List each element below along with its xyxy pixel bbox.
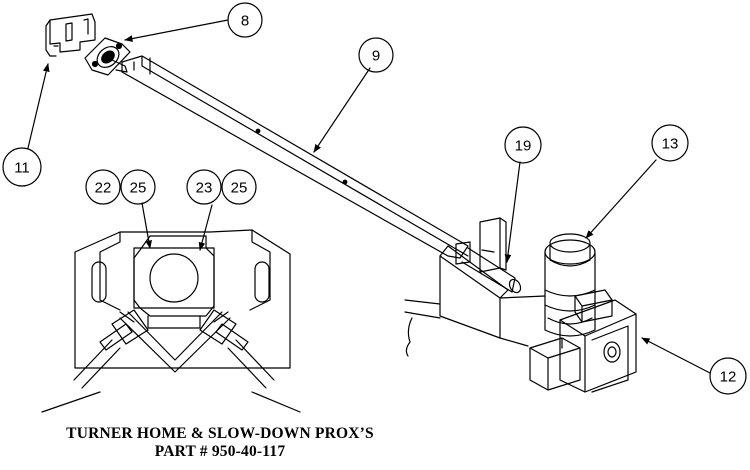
callout-label-25b: 25 xyxy=(231,180,248,197)
caption-part-number: PART # 950-40-117 xyxy=(154,443,286,460)
shaft-part-9 xyxy=(121,55,522,294)
callout-circle-13 xyxy=(651,124,689,162)
flange-bearing-part-8 xyxy=(84,37,131,76)
callout-label-22: 22 xyxy=(95,180,112,197)
callout-circle-22 xyxy=(85,169,121,205)
callout-label-23: 23 xyxy=(196,180,213,197)
callout-circle-8 xyxy=(227,2,263,38)
callout-circle-9 xyxy=(358,37,394,73)
callout-label-11: 11 xyxy=(14,160,30,177)
callout-label-19: 19 xyxy=(515,138,532,155)
target-flag-part-19 xyxy=(479,217,507,273)
callout-circle-25a xyxy=(120,169,156,205)
gearbox-part-12 xyxy=(529,299,637,393)
callout-circle-23 xyxy=(186,169,222,205)
callout-circle-12 xyxy=(709,357,747,395)
callout-circle-11 xyxy=(2,147,42,187)
callout-label-9: 9 xyxy=(372,48,380,65)
prox-detail-view xyxy=(73,229,291,389)
callout-label-13: 13 xyxy=(662,136,679,153)
callout-label-12: 12 xyxy=(720,369,737,386)
mounting-plate xyxy=(404,241,546,357)
callout-label-25a: 25 xyxy=(130,180,147,197)
motor-part-13 xyxy=(544,233,613,337)
bracket-part-11 xyxy=(45,13,96,57)
caption-title: TURNER HOME & SLOW-DOWN PROX’S xyxy=(66,425,374,442)
callout-bubbles xyxy=(2,2,747,395)
callout-circle-19 xyxy=(504,126,542,164)
callout-label-8: 8 xyxy=(241,13,249,30)
leader-lines xyxy=(27,19,711,413)
callout-circle-25b xyxy=(221,169,257,205)
